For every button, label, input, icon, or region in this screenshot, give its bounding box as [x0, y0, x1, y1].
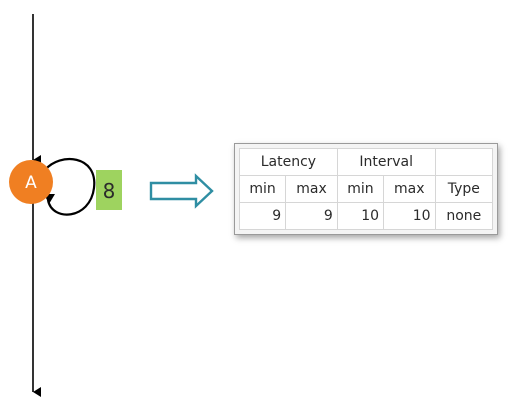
node-a-label: A — [25, 173, 37, 193]
interval-min-value: 10 — [336, 202, 385, 230]
latency-max-header: max — [285, 175, 338, 203]
latency-header: Latency — [239, 148, 338, 176]
right-arrow-icon — [149, 173, 214, 209]
latency-interval-table: Latency Interval min max min max Type 9 … — [238, 148, 494, 230]
interval-header: Interval — [336, 148, 436, 176]
count-box — [96, 170, 122, 210]
latency-max-value: 9 — [285, 202, 338, 230]
table-column-header-row: min max min max Type — [238, 175, 494, 203]
count-value: 8 — [103, 179, 116, 203]
node-a — [9, 160, 53, 204]
latency-min-header: min — [238, 175, 287, 203]
type-value: none — [434, 202, 494, 230]
interval-max-header: max — [383, 175, 436, 203]
type-header: Type — [434, 175, 494, 203]
table-row: 9 9 10 10 none — [238, 202, 494, 230]
self-loop-edge — [44, 157, 96, 216]
blank-header — [434, 148, 494, 176]
interval-max-value: 10 — [383, 202, 436, 230]
latency-min-value: 9 — [238, 202, 287, 230]
table-group-header-row: Latency Interval — [239, 148, 494, 176]
interval-min-header: min — [336, 175, 385, 203]
latency-interval-report: Latency Interval min max min max Type 9 … — [234, 143, 498, 235]
